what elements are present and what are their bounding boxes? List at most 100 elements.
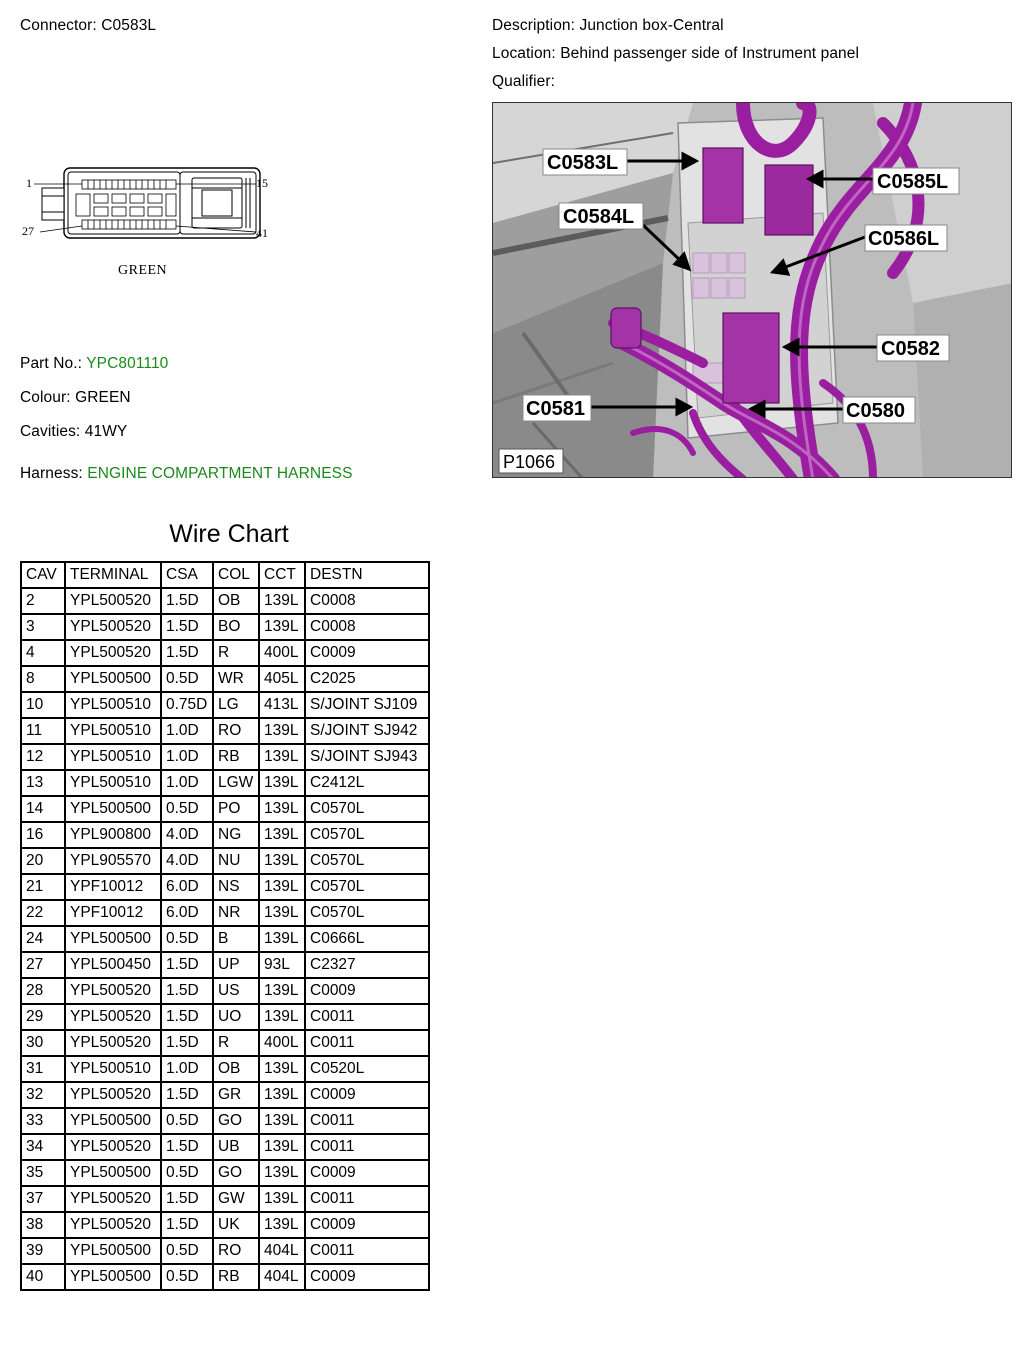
cell-col: GR bbox=[212, 1081, 260, 1109]
cell-col: R bbox=[212, 1029, 260, 1057]
cell-csa: 1.5D bbox=[160, 1081, 214, 1109]
cell-csa: 0.5D bbox=[160, 1237, 214, 1265]
cell-col: GO bbox=[212, 1107, 260, 1135]
cell-cav: 12 bbox=[20, 743, 66, 771]
cell-col: NG bbox=[212, 821, 260, 849]
pin-15-label: 15 bbox=[256, 176, 268, 190]
cell-col: RB bbox=[212, 1263, 260, 1291]
cell-destn: S/JOINT SJ942 bbox=[304, 717, 430, 745]
cell-cct: 139L bbox=[258, 795, 306, 823]
location-line: Location: Behind passenger side of Instr… bbox=[492, 45, 859, 63]
cell-terminal: YPL500520 bbox=[64, 1029, 162, 1057]
cell-destn: C2412L bbox=[304, 769, 430, 797]
cell-terminal: YPL500510 bbox=[64, 717, 162, 745]
cell-destn: C0570L bbox=[304, 821, 430, 849]
cell-terminal: YPL500520 bbox=[64, 1133, 162, 1161]
wire-chart-header-row: CAV TERMINAL CSA COL CCT DESTN bbox=[20, 561, 430, 589]
cell-destn: S/JOINT SJ943 bbox=[304, 743, 430, 771]
cell-terminal: YPF10012 bbox=[64, 873, 162, 901]
cell-csa: 1.5D bbox=[160, 977, 214, 1005]
cell-col: GO bbox=[212, 1159, 260, 1187]
cell-csa: 6.0D bbox=[160, 873, 214, 901]
location-label: Location: bbox=[492, 45, 556, 62]
cell-cct: 139L bbox=[258, 1185, 306, 1213]
cell-cct: 139L bbox=[258, 977, 306, 1005]
cell-cav: 38 bbox=[20, 1211, 66, 1239]
cell-col: BO bbox=[212, 613, 260, 641]
cell-cav: 8 bbox=[20, 665, 66, 693]
column-header-destn: DESTN bbox=[304, 561, 430, 589]
cell-cct: 93L bbox=[258, 951, 306, 979]
column-header-cav: CAV bbox=[20, 561, 66, 589]
cell-terminal: YPL900800 bbox=[64, 821, 162, 849]
cell-col: OB bbox=[212, 587, 260, 615]
connector-value: C0583L bbox=[101, 17, 157, 34]
cell-destn: C0009 bbox=[304, 1159, 430, 1187]
cell-terminal: YPL500510 bbox=[64, 769, 162, 797]
cell-csa: 1.5D bbox=[160, 1133, 214, 1161]
cell-csa: 0.5D bbox=[160, 795, 214, 823]
cell-cct: 139L bbox=[258, 613, 306, 641]
cell-destn: C2327 bbox=[304, 951, 430, 979]
cell-csa: 4.0D bbox=[160, 847, 214, 875]
cell-cav: 3 bbox=[20, 613, 66, 641]
cell-col: OB bbox=[212, 1055, 260, 1083]
cell-csa: 1.5D bbox=[160, 1003, 214, 1031]
cell-cct: 139L bbox=[258, 769, 306, 797]
colour-value: GREEN bbox=[75, 389, 131, 406]
cell-csa: 1.5D bbox=[160, 587, 214, 615]
cell-col: UO bbox=[212, 1003, 260, 1031]
cell-terminal: YPL500500 bbox=[64, 1159, 162, 1187]
cell-col: UP bbox=[212, 951, 260, 979]
cell-destn: C0011 bbox=[304, 1003, 430, 1031]
cell-col: LG bbox=[212, 691, 260, 719]
cell-cct: 139L bbox=[258, 1133, 306, 1161]
cell-cav: 40 bbox=[20, 1263, 66, 1291]
cell-cav: 35 bbox=[20, 1159, 66, 1187]
cell-destn: C0570L bbox=[304, 847, 430, 875]
column-header-terminal: TERMINAL bbox=[64, 561, 162, 589]
cell-cav: 16 bbox=[20, 821, 66, 849]
cell-terminal: YPL500450 bbox=[64, 951, 162, 979]
cell-terminal: YPL500500 bbox=[64, 665, 162, 693]
cell-cct: 139L bbox=[258, 717, 306, 745]
cell-cct: 139L bbox=[258, 1159, 306, 1187]
cell-csa: 6.0D bbox=[160, 899, 214, 927]
cell-col: UB bbox=[212, 1133, 260, 1161]
colour-line: Colour: GREEN bbox=[20, 389, 131, 407]
cell-cav: 22 bbox=[20, 899, 66, 927]
pin-27-label: 27 bbox=[22, 224, 34, 238]
column-header-col: COL bbox=[212, 561, 260, 589]
qualifier-label: Qualifier: bbox=[492, 73, 556, 90]
cell-col: R bbox=[212, 639, 260, 667]
connector-line: Connector: C0583L bbox=[20, 17, 156, 35]
cell-cav: 11 bbox=[20, 717, 66, 745]
cell-cct: 139L bbox=[258, 1081, 306, 1109]
cell-col: B bbox=[212, 925, 260, 953]
part-no-value: YPC801110 bbox=[86, 355, 169, 372]
callout-c0585l: C0585L bbox=[877, 171, 948, 193]
cell-cav: 39 bbox=[20, 1237, 66, 1265]
cell-col: WR bbox=[212, 665, 260, 693]
callout-c0582: C0582 bbox=[881, 338, 940, 360]
connector-color-label: GREEN bbox=[118, 263, 167, 278]
cell-cct: 139L bbox=[258, 899, 306, 927]
cell-cav: 30 bbox=[20, 1029, 66, 1057]
description-value: Junction box-Central bbox=[579, 17, 724, 34]
cell-cct: 139L bbox=[258, 1003, 306, 1031]
cell-cct: 139L bbox=[258, 873, 306, 901]
connector-label: Connector: bbox=[20, 17, 97, 34]
cell-csa: 1.5D bbox=[160, 951, 214, 979]
cell-csa: 1.5D bbox=[160, 613, 214, 641]
cell-terminal: YPL500520 bbox=[64, 639, 162, 667]
qualifier-line: Qualifier: bbox=[492, 73, 555, 91]
cell-csa: 1.0D bbox=[160, 743, 214, 771]
